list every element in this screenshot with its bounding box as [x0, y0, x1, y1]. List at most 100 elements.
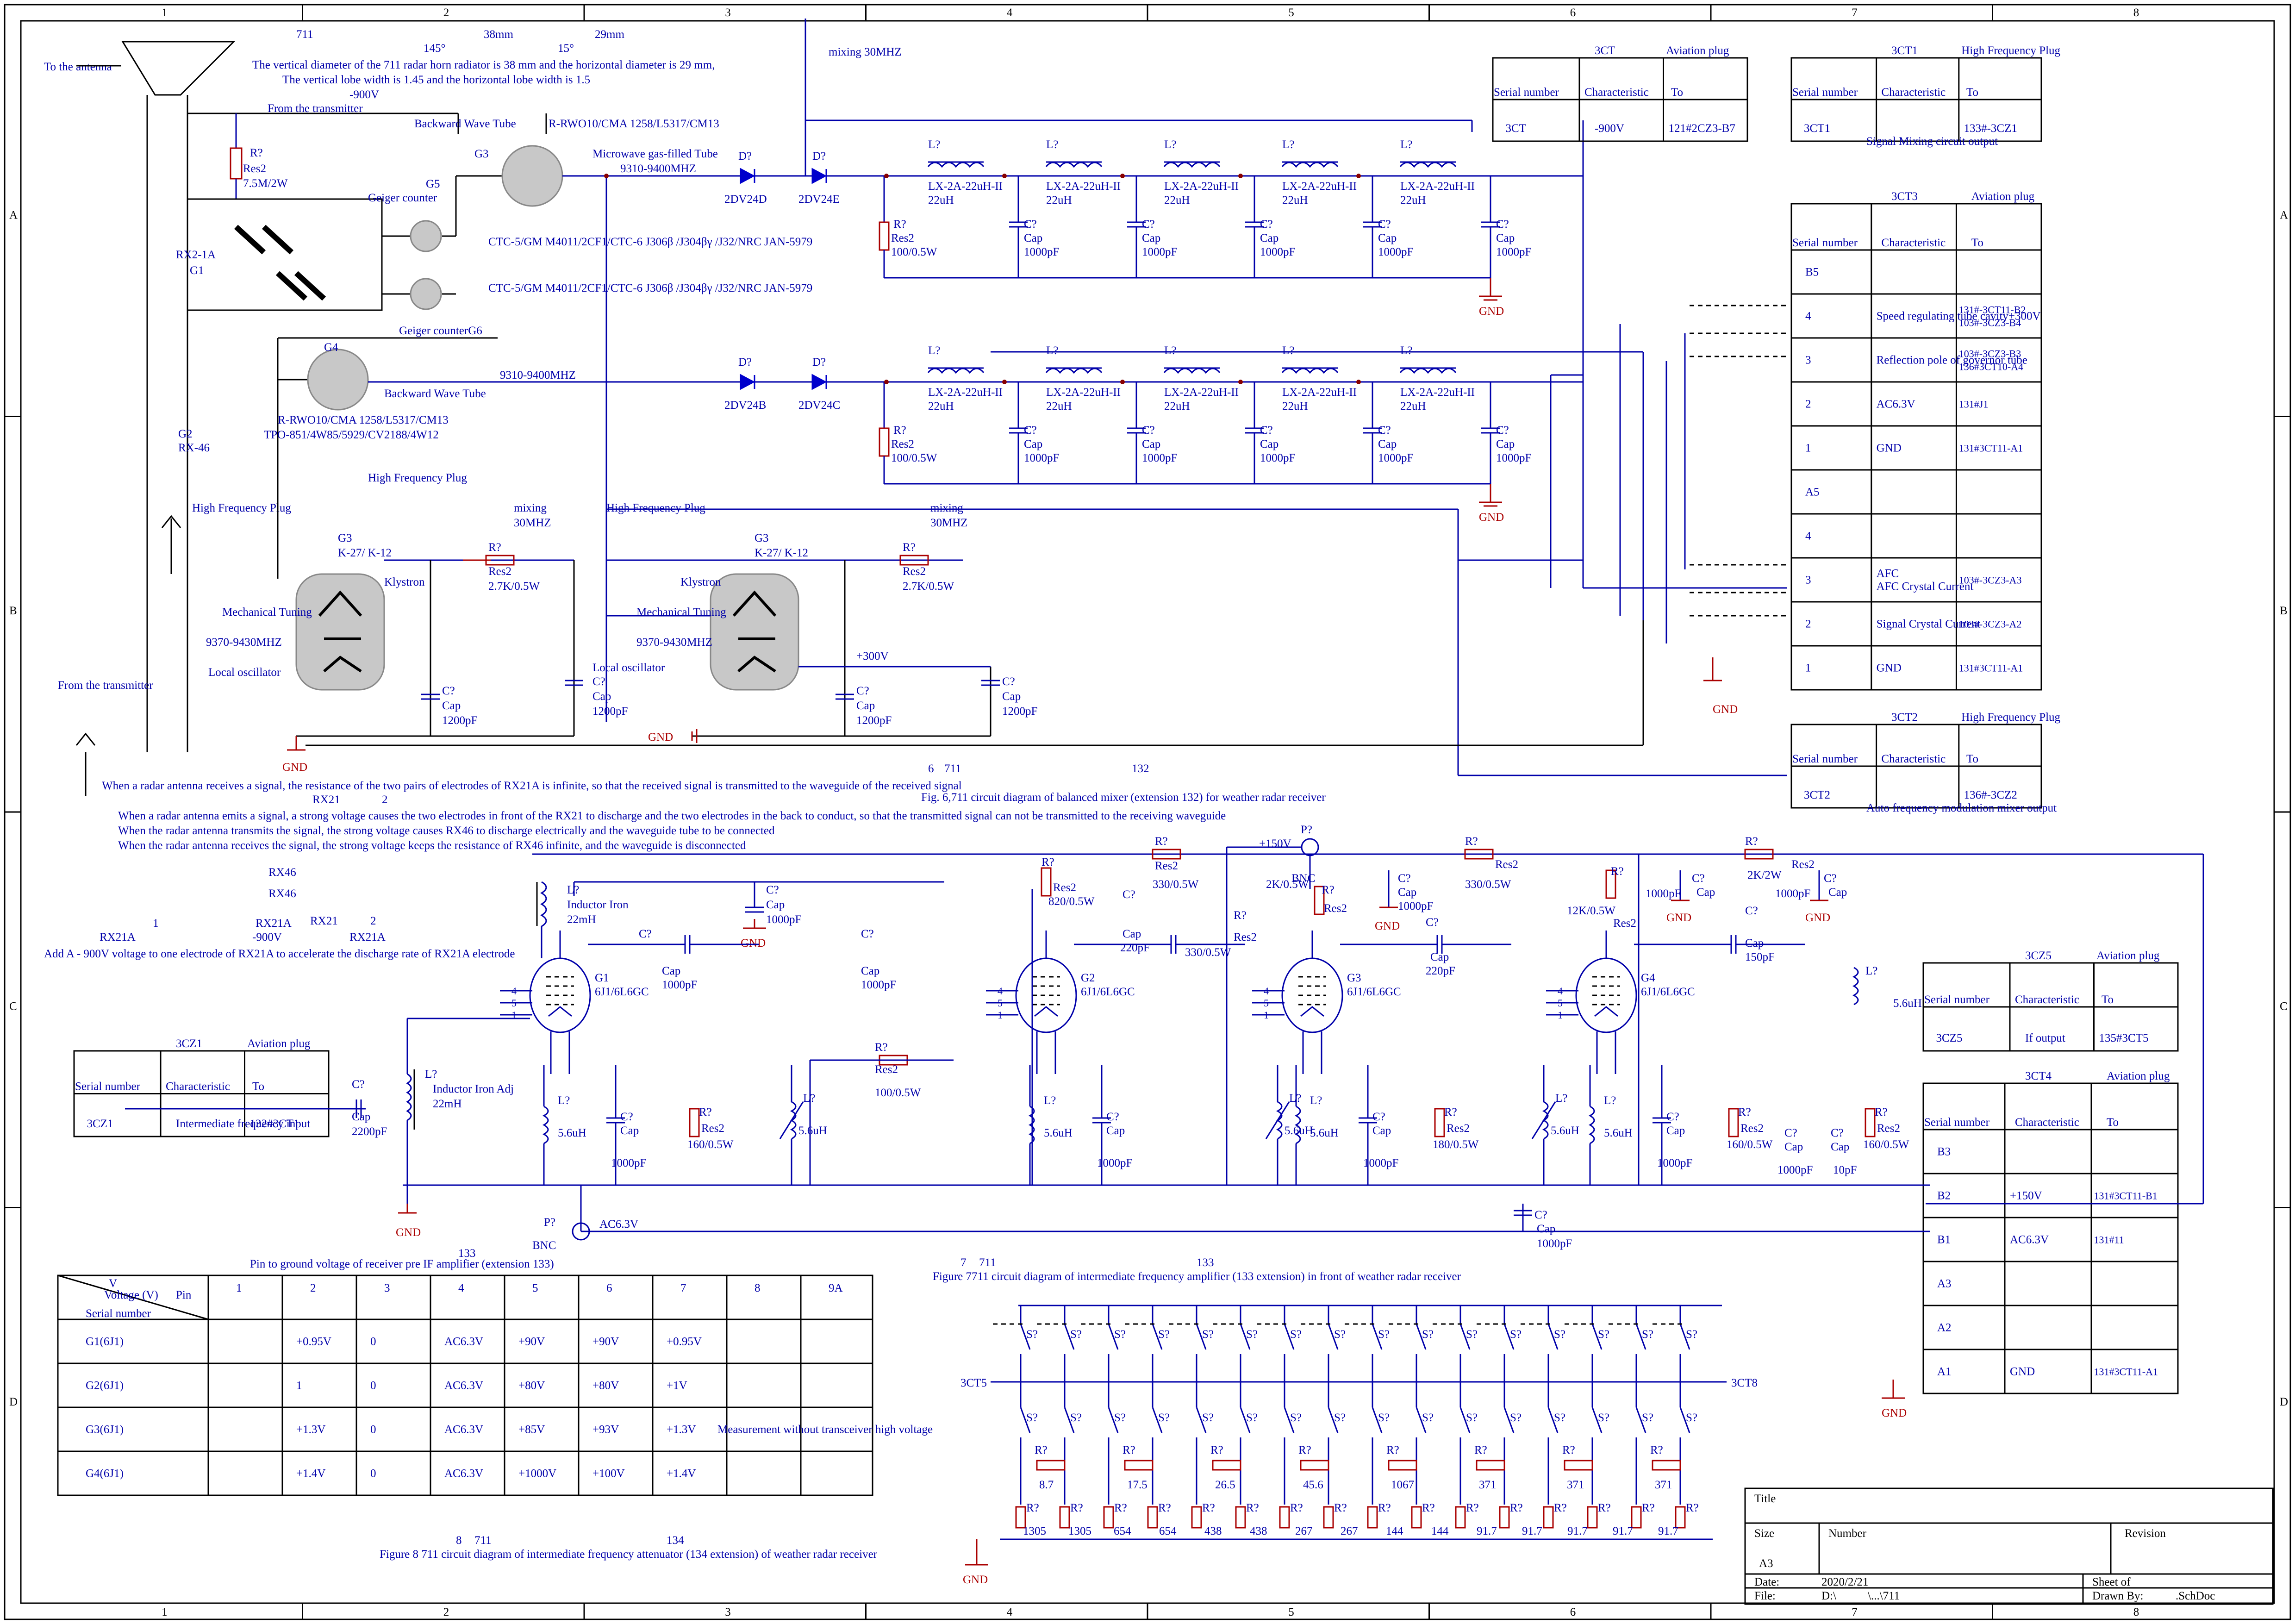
top-inductor-3-icon	[1163, 162, 1221, 168]
bot-inductor-3-icon	[1163, 368, 1221, 374]
res-top-value: 7.5M/2W	[243, 177, 288, 190]
plug-cz5-r3: 135#3CT5	[2099, 1032, 2149, 1044]
fig8-n1: 8	[456, 1534, 462, 1547]
plug-ct3b-row8-c0: 103#-3CZ3-A2	[1959, 618, 2022, 630]
plug-ct3b-row8-a: 2	[1805, 618, 1811, 631]
ctc-line1: CTC-5/GM M4011/2CF1/CTC-6 J306β /J304βγ …	[488, 236, 812, 248]
ctop-c-name: Cap	[1828, 886, 1847, 899]
top-l4-name: LX-2A-22uH-II	[1282, 180, 1357, 193]
tb-file-label: File:	[1754, 1590, 1776, 1602]
r330-1-name: Res2	[1155, 860, 1178, 872]
geiger-counter-g6-icon	[410, 278, 442, 310]
top-c5-ref: C?	[1496, 218, 1509, 231]
frame-col-top-4: 4	[1007, 6, 1013, 19]
plug-ct3b-title: 3CT3	[1891, 190, 1918, 203]
fig7-n3: 133	[1197, 1256, 1214, 1269]
pin-row-2-val-3: AC6.3V	[444, 1424, 483, 1436]
bot-c4-val: 1000pF	[1378, 452, 1413, 464]
plug-ct4-row2-b0: AC6.3V	[2010, 1234, 2049, 1246]
att-hres-ref-3: R?	[1298, 1444, 1311, 1456]
plug-ct3b-h1: Serial number	[1792, 237, 1858, 249]
out-l-val: 5.6uH	[1893, 997, 1922, 1010]
ctop-a-ref: C?	[1398, 872, 1411, 885]
header-711: 711	[296, 28, 313, 41]
diode-top-2-ref: D?	[812, 150, 826, 162]
r330b-label: 330/0.5W	[1185, 946, 1231, 959]
r2k-ref: R?	[1322, 884, 1335, 896]
tube-g1-l-ref: L?	[558, 1094, 570, 1107]
tb-size-label: Size	[1754, 1527, 1774, 1540]
tb-revision: Revision	[2125, 1527, 2166, 1540]
klystron-right-name: Klystron	[680, 576, 721, 588]
att-sw-top-9: S?	[1422, 1328, 1434, 1341]
plug-cz1-r1: 3CZ1	[87, 1118, 113, 1130]
g1-cc2-ref: C?	[861, 928, 874, 940]
plug-ct1-r3: 133#-3CZ1	[1964, 122, 2017, 135]
r2k2w-ref: R?	[1745, 835, 1758, 848]
g2-label: G2	[178, 428, 193, 440]
plug-ct3b-row6-a: 4	[1805, 530, 1811, 543]
top-l1-name: LX-2A-22uH-II	[928, 180, 1003, 193]
att-vres-ref-11: R?	[1510, 1502, 1523, 1514]
plug-cz5-sub: Aviation plug	[2096, 949, 2160, 962]
pin-row-0-val-1: +0.95V	[296, 1336, 331, 1348]
bnc-ac-icon[interactable]	[572, 1222, 590, 1241]
cap-bottom-ref: C?	[1534, 1209, 1547, 1221]
att-vres-ref-8: R?	[1378, 1502, 1391, 1514]
diode-top-1-name: 2DV24D	[724, 193, 767, 206]
tube-g1-tank-val: 5.6uH	[798, 1124, 827, 1137]
frame-col-top-2: 2	[443, 6, 449, 19]
klystron-left-lo2: Local oscillator	[592, 662, 665, 674]
att-vres-13	[1587, 1506, 1598, 1529]
bot-c5-val: 1000pF	[1496, 452, 1531, 464]
bot-c3-val: 1000pF	[1260, 452, 1295, 464]
kly-cap4-ref: C?	[1002, 675, 1015, 688]
tube-g2-cathode-inductor-icon	[1028, 1106, 1035, 1144]
top-inductor-1-icon	[927, 162, 985, 168]
diode-bottom-2: D? 2DV24C	[798, 356, 840, 412]
geiger-counter-g5-icon	[410, 220, 442, 252]
horn-antenna-icon	[121, 41, 236, 96]
kly-right-res-ref: R?	[903, 541, 916, 554]
top-l3-val: 22uH	[1164, 194, 1190, 206]
frame-col-top-7: 7	[1852, 6, 1858, 19]
tube-g4-cathode-inductor-icon	[1588, 1106, 1595, 1144]
res-top-name: Res2	[243, 162, 266, 175]
tube-g1-part: 6J1/6L6GC	[595, 986, 649, 998]
att-hres-ref-2: R?	[1210, 1444, 1223, 1456]
tube-g2-l-ref: L?	[1044, 1094, 1056, 1107]
att-hres-ref-0: R?	[1035, 1444, 1048, 1456]
att-vres-ref-0: R?	[1026, 1502, 1039, 1514]
ctop-c-val: 1000pF	[1775, 887, 1810, 900]
top-c3-ref: C?	[1260, 218, 1273, 231]
tube-g3-c-name: Cap	[1372, 1124, 1391, 1137]
mixing-left-l1: mixing	[514, 502, 547, 514]
c-g4-b-val: 1000pF	[1777, 1164, 1813, 1176]
klystron-left-tuning: Mechanical Tuning	[222, 606, 312, 618]
pin-corner-vp: Voltage (V)	[104, 1289, 158, 1301]
g1-cc-ref: C?	[639, 928, 652, 940]
att-sw-top-12: S?	[1554, 1328, 1565, 1341]
plug-ct3b-row9-b0: GND	[1877, 662, 1902, 675]
att-hres-ref-5: R?	[1474, 1444, 1487, 1456]
l-iron-val: 22mH	[567, 913, 596, 926]
top-l4-ref: L?	[1282, 138, 1294, 151]
att-hres-5	[1476, 1460, 1505, 1471]
plug-ct4-row1-a: B2	[1937, 1190, 1951, 1202]
klystron-left: G3 K-27/ K-12 Klystron Mechanical Tuning…	[206, 532, 665, 691]
tube-g1-ref: G1	[595, 972, 609, 984]
att-top-val-4: 1067	[1391, 1479, 1414, 1491]
rx21a-label: RX2-1A	[176, 249, 216, 261]
mw-tube-label: Microwave gas-filled Tube	[592, 148, 718, 160]
out-l-ref: L?	[1865, 965, 1877, 977]
plug-cz1-title: 3CZ1	[176, 1037, 202, 1050]
frame-col-top-1: 1	[162, 6, 168, 19]
att-sw-top-14: S?	[1642, 1328, 1653, 1341]
r820-name: Res2	[1053, 881, 1076, 894]
bot-c4-ref: C?	[1378, 424, 1391, 437]
pin-row-0-val-2: 0	[370, 1336, 376, 1348]
header-angle-15: 15°	[558, 42, 574, 55]
plug-ct1-h2: Characteristic	[1881, 86, 1946, 99]
